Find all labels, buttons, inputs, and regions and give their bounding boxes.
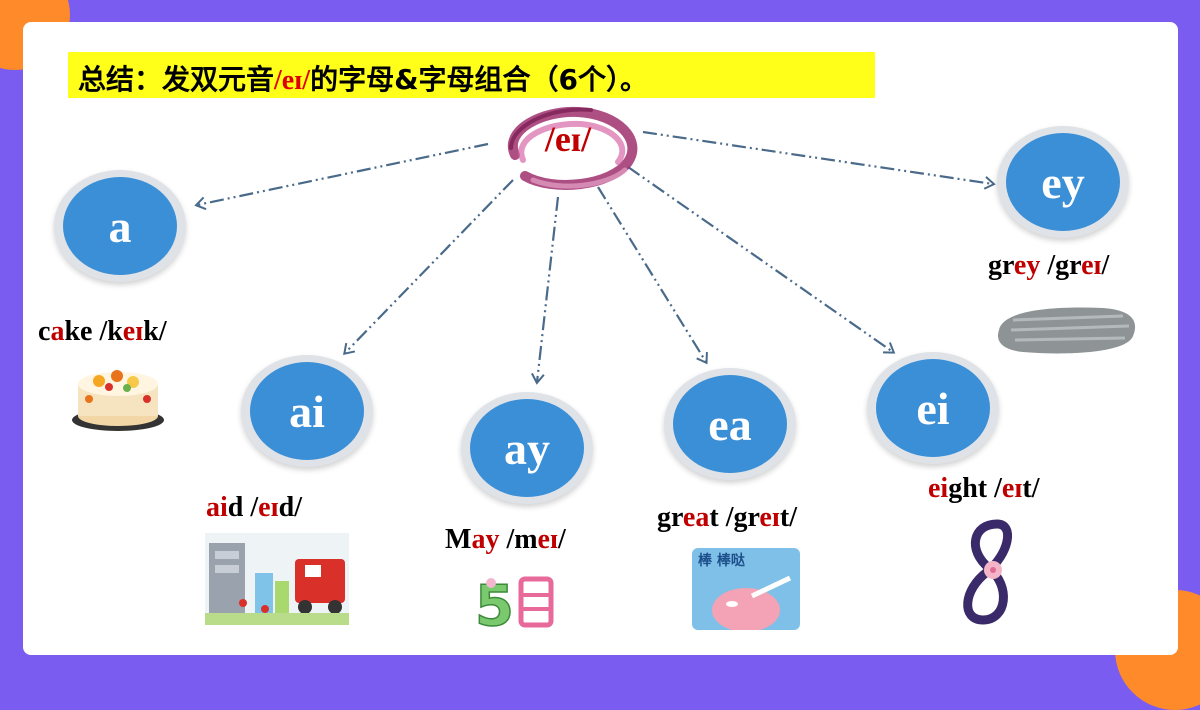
slide-canvas: 总结：发双元音/eɪ/的字母&字母组合（6个）。 /eɪ/ <box>23 22 1178 655</box>
bubble-ai: ai <box>241 355 373 467</box>
bubble-ea: ea <box>664 368 796 480</box>
word-may: May /meɪ/ <box>445 524 566 556</box>
cake-icon <box>69 354 167 434</box>
number-eight-icon <box>953 516 1027 628</box>
bubble-a-letters: a <box>109 200 132 253</box>
bubble-ei-letters: ei <box>916 382 949 435</box>
arrow-to-ai <box>345 180 513 353</box>
bubble-ai-letters: ai <box>289 385 325 438</box>
bubble-ei: ei <box>867 352 999 464</box>
bubble-ay: ay <box>461 392 593 504</box>
arrow-to-ey <box>643 132 993 184</box>
arrow-to-ay <box>537 197 558 382</box>
word-aid: aid /eɪd/ <box>206 492 302 524</box>
arrow-to-a <box>197 144 488 205</box>
word-grey: grey /greɪ/ <box>988 250 1109 282</box>
word-cake: cake /keɪk/ <box>38 316 167 348</box>
bubble-ey-letters: ey <box>1041 156 1084 209</box>
bubble-ey: ey <box>997 126 1129 238</box>
may-5-icon: 5 <box>471 569 563 633</box>
bubble-ea-letters: ea <box>708 398 751 451</box>
bubble-a: a <box>54 170 186 282</box>
fire-truck-icon <box>205 533 349 625</box>
center-phoneme-node: /eɪ/ <box>493 100 643 196</box>
bubble-ay-letters: ay <box>504 422 550 475</box>
word-eight: eight /eɪt/ <box>928 473 1040 505</box>
word-great: great /greɪt/ <box>657 502 797 534</box>
arrow-to-ea <box>598 187 706 362</box>
great-sticker-icon: 棒 棒哒 <box>692 548 800 630</box>
grey-paint-icon <box>993 302 1141 358</box>
arrow-to-ei <box>628 167 893 352</box>
center-phoneme-label: /eɪ/ <box>493 118 643 160</box>
